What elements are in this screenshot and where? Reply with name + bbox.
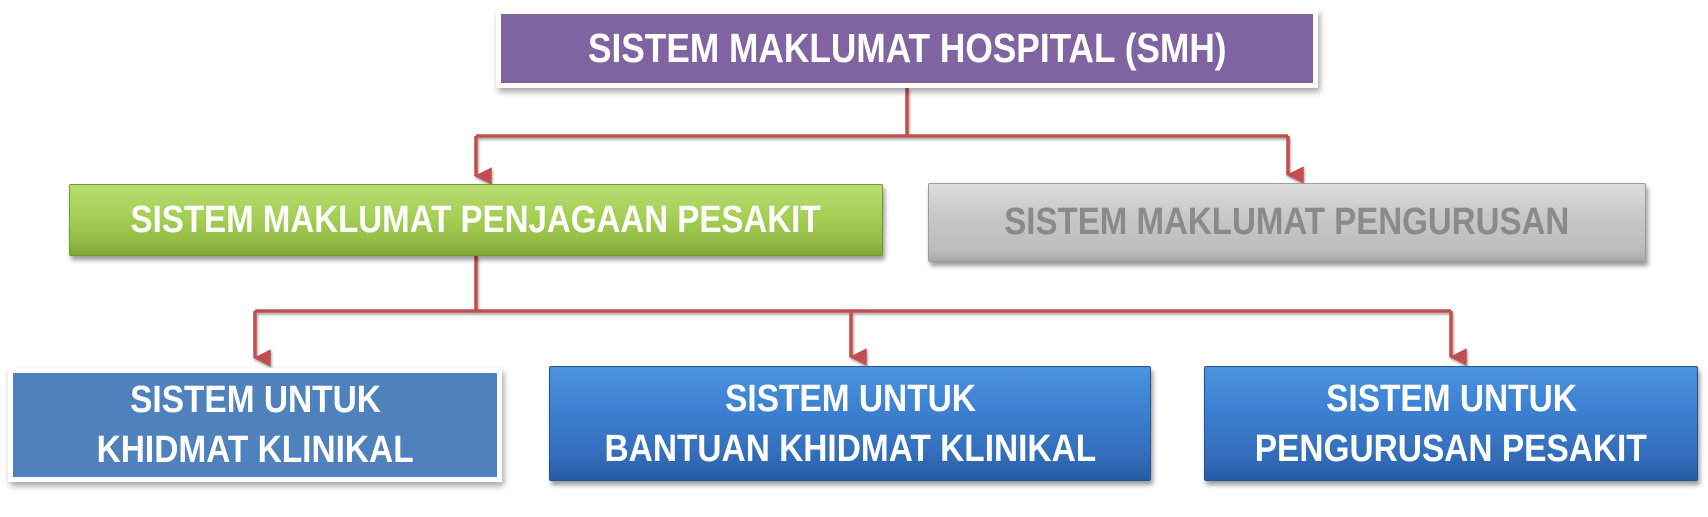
- node-label-line1: SISTEM UNTUK: [724, 377, 976, 420]
- node-label: SISTEM MAKLUMAT HOSPITAL (SMH): [587, 25, 1227, 71]
- node-label-line1: SISTEM UNTUK: [129, 379, 381, 421]
- node-sistem-maklumat-pengurusan: SISTEM MAKLUMAT PENGURUSAN: [928, 183, 1646, 262]
- node-label: SISTEM MAKLUMAT PENJAGAAN PESAKIT: [130, 198, 821, 241]
- node-label-line2: KHIDMAT KLINIKAL: [96, 429, 414, 471]
- node-sistem-maklumat-hospital: SISTEM MAKLUMAT HOSPITAL (SMH): [496, 9, 1318, 88]
- node-sistem-maklumat-penjagaan-pesakit: SISTEM MAKLUMAT PENJAGAAN PESAKIT: [69, 184, 883, 256]
- node-sistem-untuk-bantuan-khidmat-klinikal: SISTEM UNTUK BANTUAN KHIDMAT KLINIKAL: [549, 366, 1151, 481]
- node-label: SISTEM MAKLUMAT PENGURUSAN: [1004, 201, 1570, 243]
- node-sistem-untuk-khidmat-klinikal: SISTEM UNTUK KHIDMAT KLINIKAL: [8, 368, 502, 482]
- node-label-line1: SISTEM UNTUK: [1325, 377, 1577, 420]
- node-sistem-untuk-pengurusan-pesakit: SISTEM UNTUK PENGURUSAN PESAKIT: [1204, 366, 1698, 481]
- node-label-line2: PENGURUSAN PESAKIT: [1254, 427, 1648, 470]
- node-label-line2: BANTUAN KHIDMAT KLINIKAL: [604, 427, 1096, 470]
